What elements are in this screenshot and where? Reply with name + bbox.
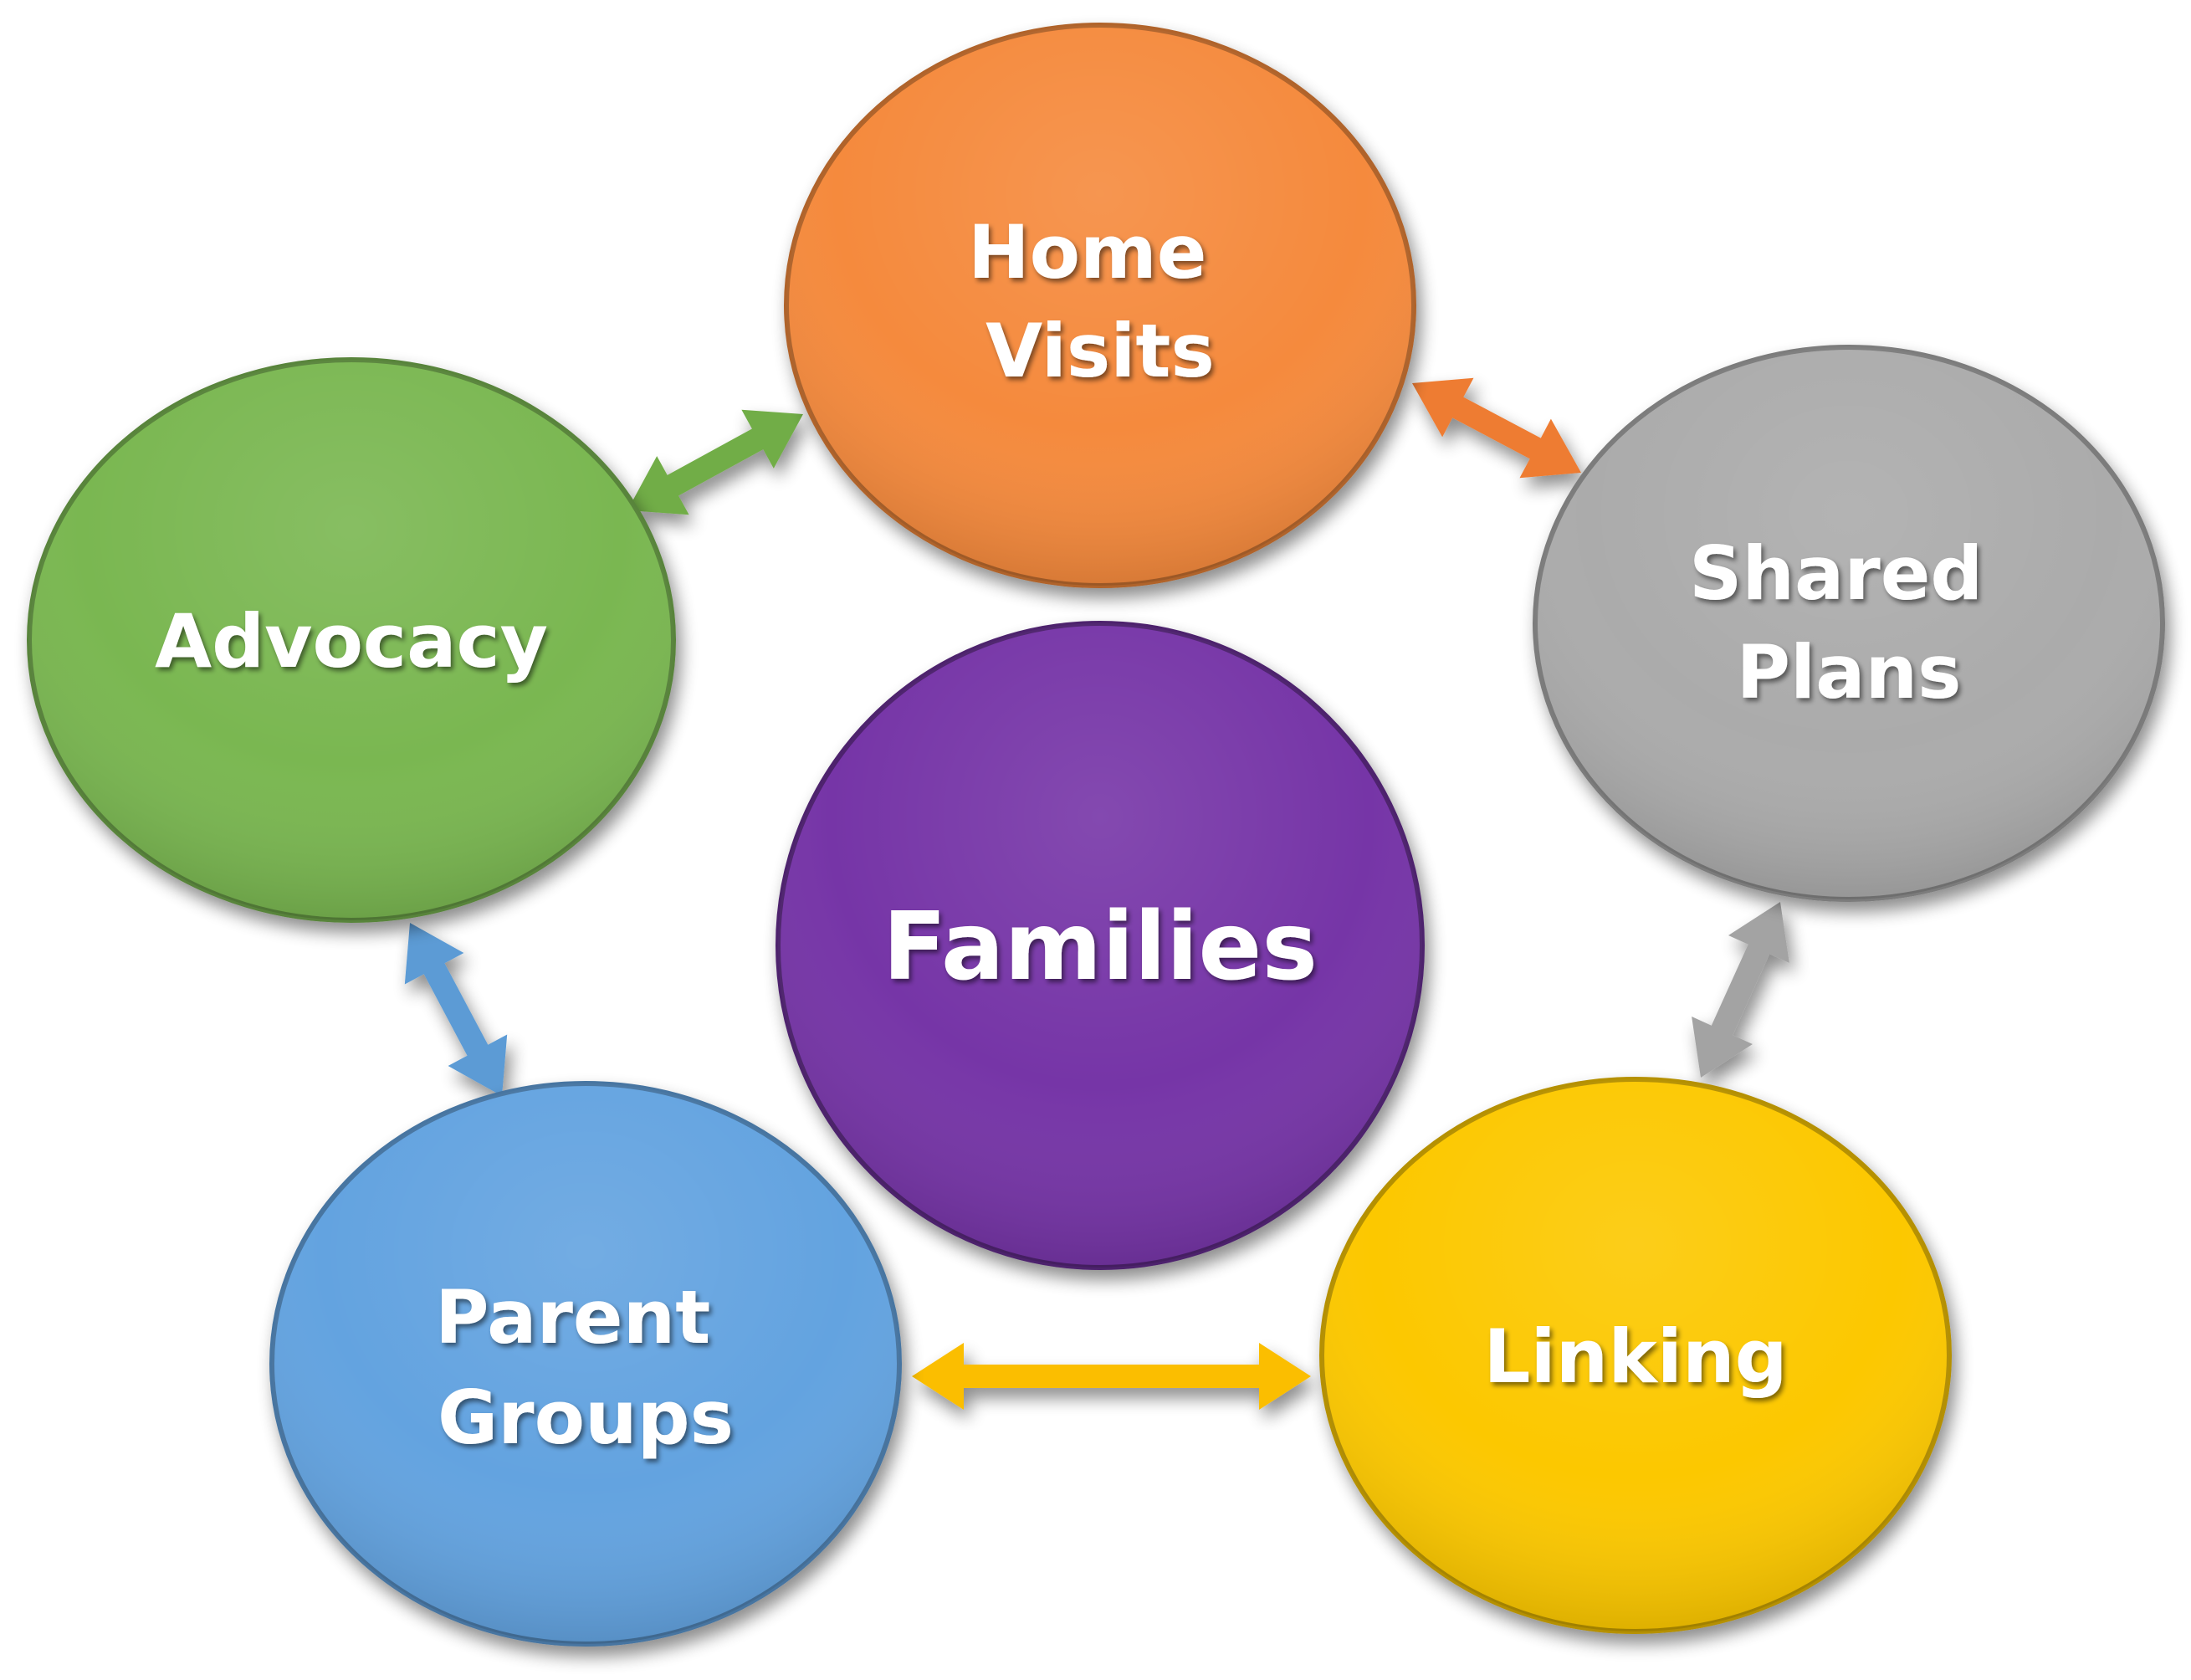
svg-text:Advocacy: Advocacy <box>155 598 548 684</box>
svg-text:Linking: Linking <box>1483 1314 1787 1400</box>
connector-parent-groups-linking <box>912 1343 1311 1410</box>
connector-shared-plans-linking <box>1692 902 1789 1078</box>
node-families-label: Families <box>883 893 1318 1001</box>
node-shared-plans-label-line-1: Shared <box>1689 530 1983 617</box>
node-parent-groups: Parent Groups <box>269 1081 902 1647</box>
node-linking-label-line-1: Linking <box>1483 1314 1787 1400</box>
double-arrow-icon <box>627 409 803 515</box>
connector-advocacy-home-visits <box>627 409 803 515</box>
node-home-visits-label-line-2: Visits <box>985 308 1215 394</box>
node-shared-plans-label-line-2: Plans <box>1736 629 1961 715</box>
node-parent-groups-label-line-2: Groups <box>438 1375 734 1461</box>
double-arrow-icon <box>1412 377 1581 479</box>
connector-advocacy-parent-groups <box>404 923 508 1096</box>
node-families-center: Families <box>776 621 1425 1270</box>
node-home-visits: Home Visits <box>784 23 1416 588</box>
connector-home-visits-shared-plans <box>1412 377 1581 479</box>
svg-text:Shared Plans: Shared Plans <box>1689 530 2009 715</box>
node-linking: Linking <box>1319 1077 1952 1634</box>
node-parent-groups-label-line-1: Parent <box>435 1274 710 1360</box>
connectors-layer <box>404 377 1789 1410</box>
node-home-visits-label-line-1: Home <box>968 209 1206 295</box>
double-arrow-icon <box>912 1343 1311 1410</box>
node-advocacy-label-line-1: Advocacy <box>155 598 548 684</box>
svg-text:Parent Groups: Parent Groups <box>435 1274 736 1461</box>
node-advocacy: Advocacy <box>27 357 676 923</box>
svg-text:Home Visits: Home Visits <box>968 209 1232 394</box>
node-shared-plans: Shared Plans <box>1533 345 2165 902</box>
double-arrow-icon <box>1692 902 1789 1078</box>
double-arrow-icon <box>404 923 508 1096</box>
